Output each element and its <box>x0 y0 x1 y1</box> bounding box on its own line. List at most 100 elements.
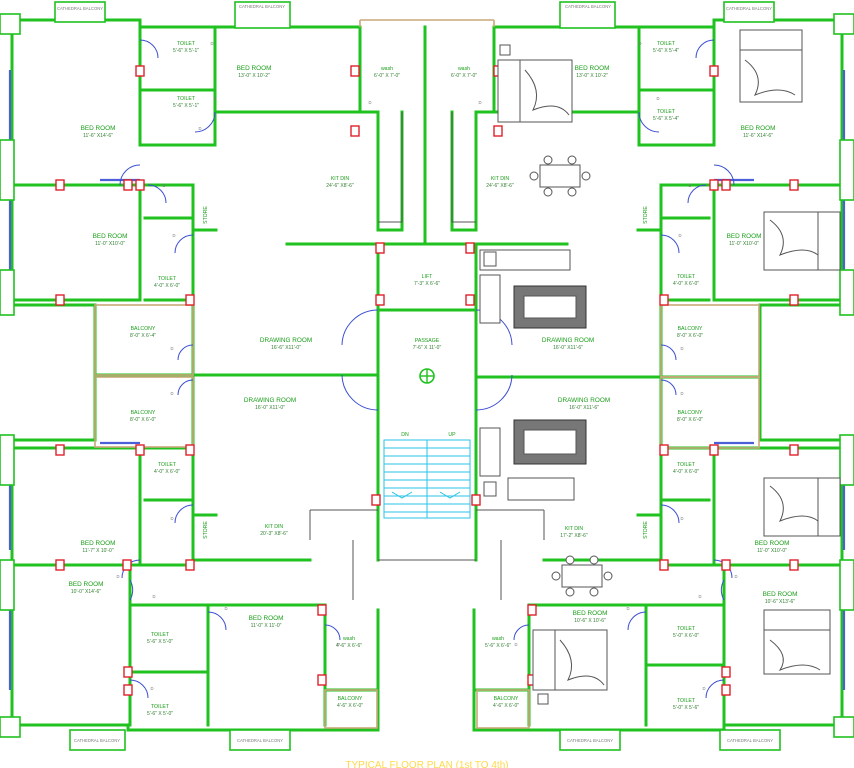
column-marker <box>123 666 133 678</box>
column-marker <box>659 559 669 571</box>
room-name: wash <box>492 636 504 642</box>
room-name: KIT DIN <box>565 526 584 532</box>
room-name: BALCONY <box>494 696 519 702</box>
room-name: TOILET <box>177 41 196 47</box>
room-name: TOILET <box>677 698 696 704</box>
room-size: 16'-0" X11'-6" <box>569 405 599 411</box>
door-tag: D <box>656 96 659 101</box>
passage-center-mark <box>419 368 435 384</box>
room-name: DRAWING ROOM <box>260 337 312 344</box>
door-tag: D <box>702 686 705 691</box>
bed-icon <box>497 59 573 123</box>
room-name: BED ROOM <box>741 125 776 132</box>
door-tag: D <box>170 516 173 521</box>
door-tag: D <box>514 642 517 647</box>
column-marker <box>789 179 799 191</box>
column-marker <box>123 179 133 191</box>
door-tag: D <box>688 183 691 188</box>
room-size: 4'-0" X 6'-0" <box>154 469 180 475</box>
bed-icon <box>739 29 803 103</box>
bed-icon <box>763 211 841 271</box>
room-name: KIT DIN <box>491 176 510 182</box>
room-name: BED ROOM <box>763 591 798 598</box>
room-name: KIT DIN <box>265 524 284 530</box>
column-marker <box>789 294 799 306</box>
room-size: 5'-0" X 5'-6" <box>673 705 699 711</box>
cathedral-balcony-tag: CATHEDRAL BALCONY <box>567 738 613 743</box>
door-tag: D <box>638 41 641 46</box>
room-size: 24'-6" X8'-6" <box>326 183 354 189</box>
room-size: 4'-6" X 6'-6" <box>336 643 362 649</box>
stair-up-label: UP <box>448 432 456 438</box>
room-size: 4'-0" X 6'-0" <box>673 281 699 287</box>
column-marker <box>371 494 381 506</box>
column-marker <box>350 65 360 77</box>
plan-title: TYPICAL FLOOR PLAN (1st TO 4th) <box>345 760 508 768</box>
column-marker <box>317 604 327 616</box>
room-size: 6'-0" X 7'-0" <box>374 73 400 79</box>
door-tag: D <box>170 346 173 351</box>
door-tag: D <box>336 642 339 647</box>
room-size: 10'-6" X13'-6" <box>765 599 795 605</box>
room-name: LIFT <box>422 274 433 280</box>
room-size: 8'-0" X 6'-4" <box>130 333 156 339</box>
room-size: 16'-6" X11'-0" <box>271 345 301 351</box>
column-marker <box>185 444 195 456</box>
cathedral-balcony-tag: CATHEDRAL BALCONY <box>565 4 611 9</box>
wc-icon <box>499 44 511 56</box>
room-size: 11'-6" X14'-6" <box>83 133 113 139</box>
room-size: 7'-6" X 11'-0" <box>413 345 442 351</box>
room-size: 4'-6" X 6'-0" <box>337 703 363 709</box>
column-marker <box>721 559 731 571</box>
room-name: BALCONY <box>338 696 363 702</box>
room-name: TOILET <box>151 632 170 638</box>
column-marker <box>135 444 145 456</box>
room-label-tr-store: STORE <box>643 206 649 224</box>
door-tag: D <box>698 594 701 599</box>
room-name: wash <box>458 66 470 72</box>
room-name: BED ROOM <box>81 540 116 547</box>
column-marker <box>122 559 132 571</box>
column-marker <box>185 559 195 571</box>
room-name: BALCONY <box>678 410 703 416</box>
room-name: TOILET <box>677 274 696 280</box>
room-name: PASSAGE <box>415 338 440 344</box>
room-size: 24'-6" X8'-6" <box>486 183 514 189</box>
room-size: 20'-3" X8'-6" <box>260 531 288 537</box>
bed-icon <box>532 629 608 691</box>
door-tag: D <box>734 574 737 579</box>
room-name: BED ROOM <box>81 125 116 132</box>
column-marker <box>55 559 65 571</box>
room-name: TOILET <box>158 276 177 282</box>
room-name: TOILET <box>677 626 696 632</box>
cathedral-balcony-tag: CATHEDRAL BALCONY <box>727 738 773 743</box>
room-name: TOILET <box>177 96 196 102</box>
sofa-icon <box>479 249 587 329</box>
room-name: STORE <box>203 206 209 224</box>
room-size: 5'-6" X 5'-1" <box>173 103 199 109</box>
column-marker <box>471 494 481 506</box>
column-marker <box>317 674 327 686</box>
column-marker <box>527 604 537 616</box>
room-label-bl-store: STORE <box>203 521 209 539</box>
cooker-icon <box>483 481 497 497</box>
